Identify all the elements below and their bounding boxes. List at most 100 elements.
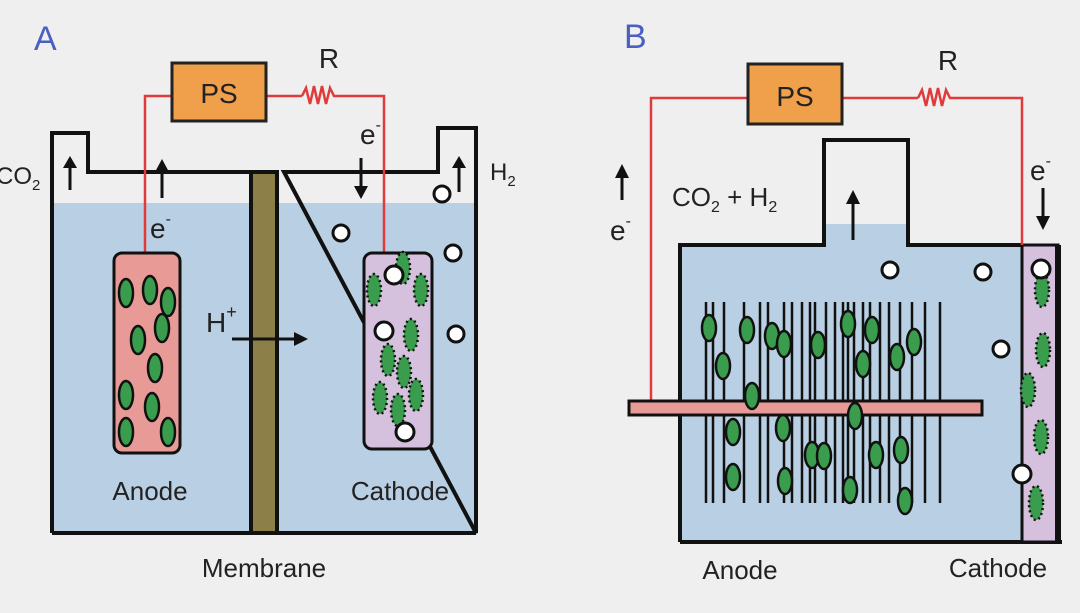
microbe-icon — [854, 349, 872, 379]
hydrogen-bubbles — [331, 184, 466, 443]
arrow-down-electron-icon — [354, 158, 368, 199]
bubble-icon — [1030, 258, 1052, 280]
membrane-label: Membrane — [202, 553, 326, 583]
electron-text: e — [360, 119, 376, 150]
co2-text: CO — [672, 182, 711, 212]
cathode-microbes — [1019, 271, 1052, 522]
power-supply-label: PS — [200, 78, 237, 109]
cathode-microbes — [365, 250, 430, 428]
microbe-icon — [129, 324, 147, 356]
microbe-icon — [776, 466, 794, 496]
electron-label-cathode: e- — [360, 117, 381, 150]
microbe-icon — [738, 315, 756, 345]
electron-label-anode: e- — [150, 211, 171, 244]
anode-microbes — [117, 274, 177, 448]
microbe-icon — [141, 274, 159, 306]
anode-microbes — [700, 309, 923, 516]
hydrogenotroph-microbe-icon — [365, 272, 383, 308]
co2-subscript: 2 — [711, 199, 720, 216]
hydrogenotroph-microbe-icon — [379, 342, 397, 378]
co2-subscript: 2 — [32, 177, 40, 194]
panel-a: A PS R CO2 H2 e- — [0, 20, 516, 583]
hydrogenotroph-microbe-icon — [389, 392, 407, 428]
bubble-icon — [880, 260, 900, 280]
microbe-icon — [159, 416, 177, 448]
hydrogenotroph-microbe-icon — [395, 354, 413, 390]
arrow-up-co2-icon — [63, 156, 77, 190]
hydrogenotroph-microbe-icon — [1032, 418, 1050, 456]
electron-superscript: - — [376, 117, 381, 134]
h2-subscript: 2 — [768, 199, 777, 216]
anode-rod — [627, 399, 984, 417]
microbe-icon — [863, 315, 881, 345]
resistor-label: R — [319, 43, 339, 74]
hydrogenotroph-microbe-icon — [1027, 484, 1045, 522]
microbe-icon — [117, 277, 135, 309]
bubble-icon — [331, 223, 351, 243]
microbe-icon — [743, 381, 761, 411]
arrow-up-electron-icon — [615, 164, 629, 200]
microbe-icon — [143, 391, 161, 423]
panel-b: B PS R CO2 + H2 e- e- — [610, 18, 1062, 585]
h2-subscript: 2 — [507, 173, 515, 190]
bubble-icon — [991, 339, 1011, 359]
electron-text: e — [1030, 155, 1046, 186]
microbe-icon — [117, 379, 135, 411]
microbe-icon — [839, 309, 857, 339]
power-supply-label: PS — [776, 81, 813, 112]
bubble-icon — [973, 262, 993, 282]
bubble-icon — [373, 320, 395, 342]
electron-label-cathode: e- — [1030, 153, 1051, 186]
microbe-icon — [700, 313, 718, 343]
plus-sign: + — [720, 182, 750, 212]
hydrogenotroph-microbe-icon — [412, 272, 430, 308]
hydrogenotroph-microbe-icon — [371, 380, 389, 416]
h2-text: H — [490, 159, 507, 186]
electron-text: e — [610, 215, 626, 246]
microbe-icon — [159, 286, 177, 318]
electron-text: e — [150, 213, 166, 244]
anode-label: Anode — [112, 476, 187, 506]
bubble-icon — [383, 264, 405, 286]
microbe-icon — [809, 330, 827, 360]
power-supply-box — [170, 61, 268, 123]
microbe-icon — [775, 329, 793, 359]
proton-superscript: + — [226, 302, 237, 322]
resistor — [300, 84, 386, 258]
anode-label: Anode — [702, 555, 777, 585]
hydrogenotroph-microbe-icon — [402, 317, 420, 353]
power-supply-box — [746, 62, 844, 126]
electron-superscript: - — [166, 211, 171, 228]
hydrogenotroph-microbe-icon — [1033, 271, 1051, 309]
microbe-icon — [774, 413, 792, 443]
bubble-icon — [1011, 463, 1033, 485]
wire-anode — [649, 96, 748, 400]
microbe-icon — [153, 312, 171, 344]
hydrogenotroph-microbe-icon — [1019, 371, 1037, 409]
microbe-icon — [888, 342, 906, 372]
bubble-icon — [394, 421, 416, 443]
microbe-icon — [117, 416, 135, 448]
microbe-icon — [867, 440, 885, 470]
co2-text: CO — [0, 163, 32, 190]
h2-label: H2 — [490, 159, 516, 190]
reactor-outline — [678, 138, 1022, 542]
resistor — [916, 86, 1024, 245]
cathode-label: Cathode — [351, 476, 449, 506]
hydrogenotroph-microbe-icon — [1034, 331, 1052, 369]
microbe-icon — [815, 441, 833, 471]
microbe-icon — [905, 327, 923, 357]
arrow-up-gas-icon — [846, 190, 860, 240]
panel-a-label: A — [34, 20, 57, 58]
microbe-icon — [724, 417, 742, 447]
proton-text: H — [206, 307, 226, 338]
arrow-up-electron-icon — [155, 159, 169, 198]
arrow-up-h2-icon — [452, 156, 466, 192]
proton-label: H+ — [206, 302, 237, 338]
electron-label-anode: e- — [610, 213, 631, 246]
microbe-icon — [724, 462, 742, 492]
microbe-icon — [846, 401, 864, 431]
bubble-icon — [432, 184, 452, 204]
bubble-icon — [443, 243, 463, 263]
